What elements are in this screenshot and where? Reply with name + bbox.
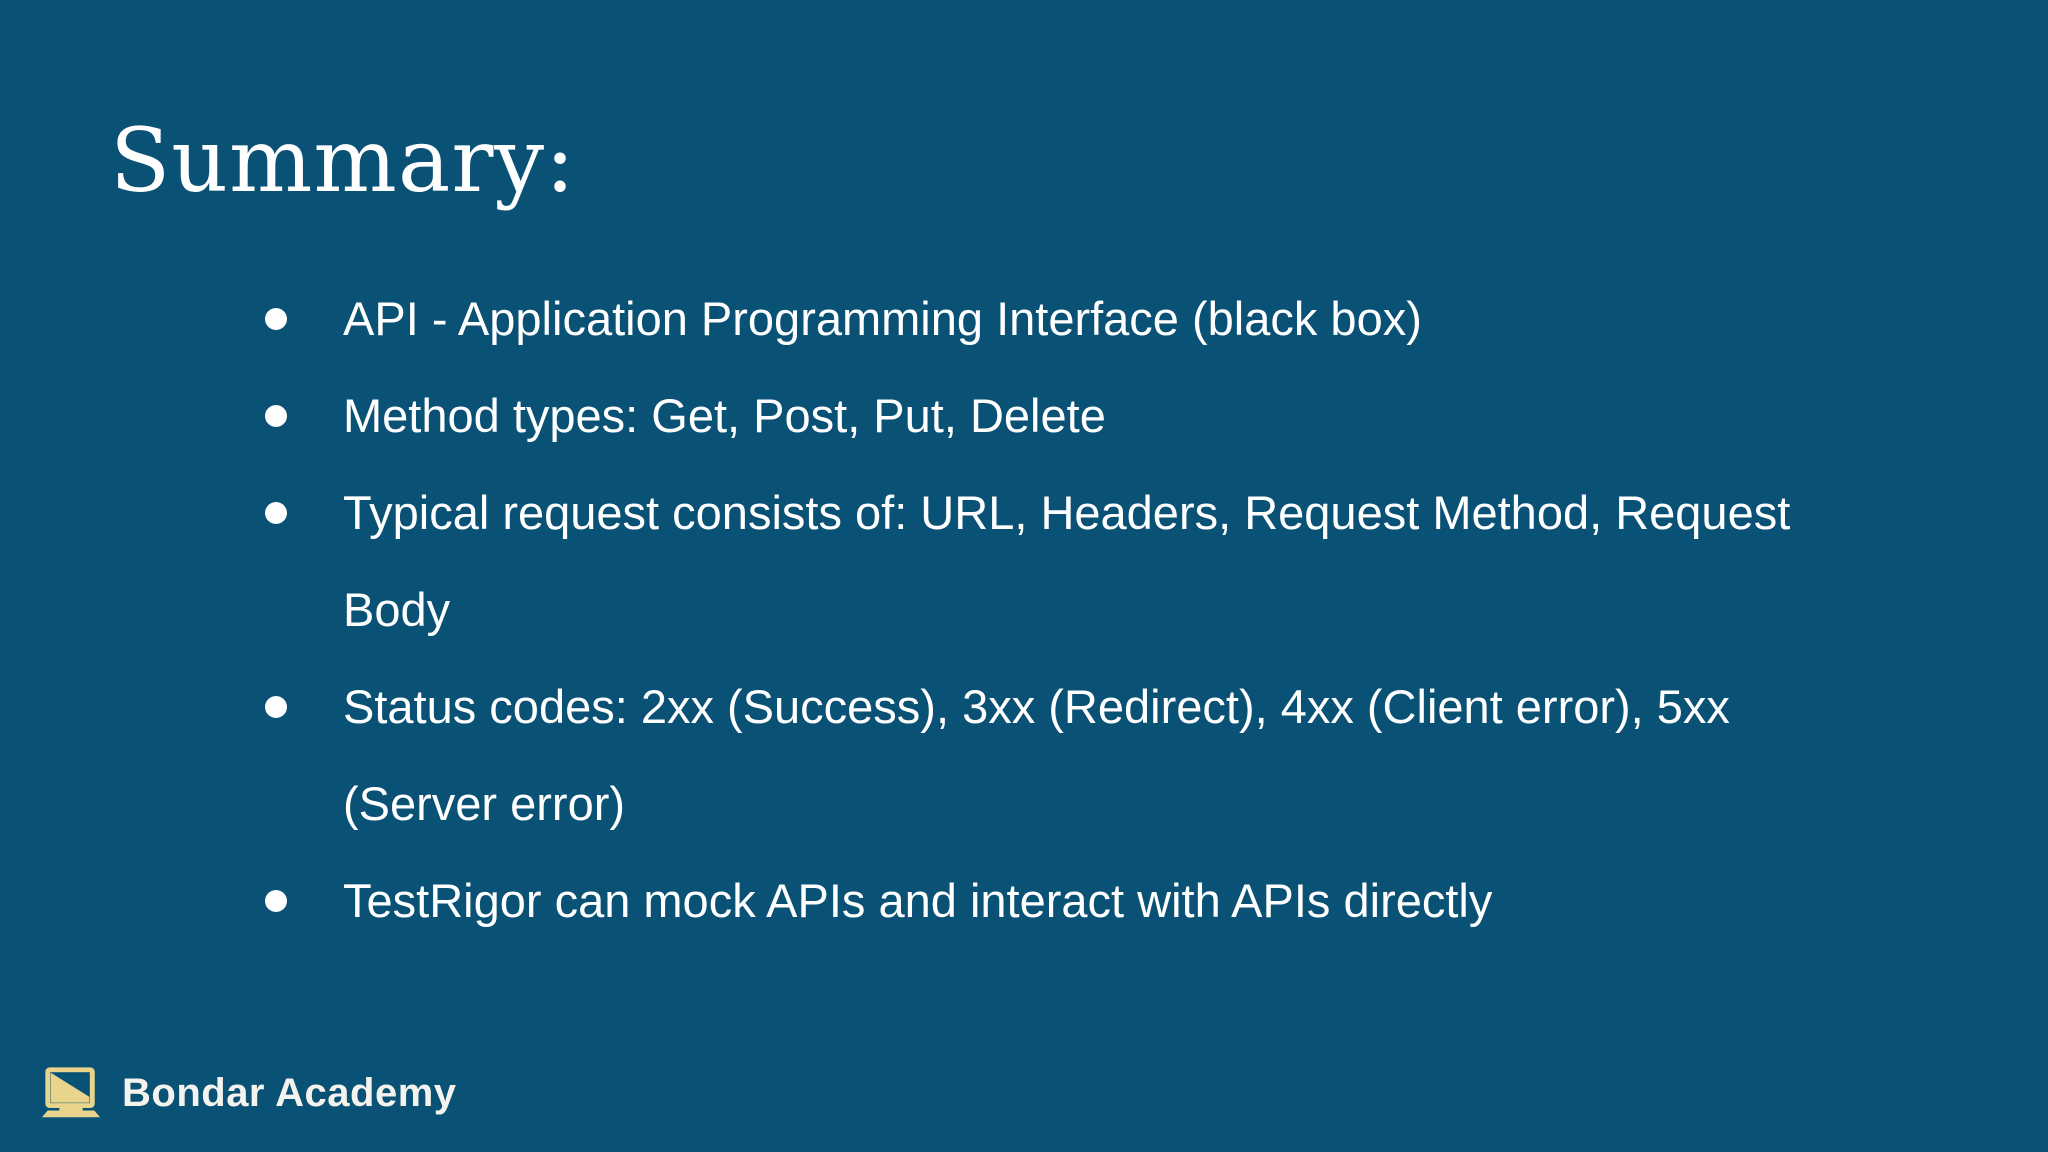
bullet-text: API - Application Programming Interface … bbox=[343, 292, 1422, 345]
slide-title: Summary: bbox=[110, 108, 576, 212]
bullet-text: Typical request consists of: URL, Header… bbox=[343, 486, 1791, 636]
list-item: TestRigor can mock APIs and interact wit… bbox=[265, 852, 1825, 949]
bullet-text: Method types: Get, Post, Put, Delete bbox=[343, 389, 1106, 442]
bullet-dot-icon bbox=[265, 270, 343, 367]
list-item: Typical request consists of: URL, Header… bbox=[265, 464, 1825, 658]
bullet-list: API - Application Programming Interface … bbox=[265, 270, 1825, 949]
footer-brand: Bondar Academy bbox=[40, 1066, 457, 1120]
list-item: Status codes: 2xx (Success), 3xx (Redire… bbox=[265, 658, 1825, 852]
bullet-dot-icon bbox=[265, 464, 343, 561]
bullet-dot-icon bbox=[265, 852, 343, 949]
bullet-text: Status codes: 2xx (Success), 3xx (Redire… bbox=[343, 680, 1730, 830]
bullet-dot-icon bbox=[265, 367, 343, 464]
bullet-text: TestRigor can mock APIs and interact wit… bbox=[343, 874, 1493, 927]
brand-name: Bondar Academy bbox=[122, 1070, 457, 1115]
list-item: Method types: Get, Post, Put, Delete bbox=[265, 367, 1825, 464]
bullet-dot-icon bbox=[265, 658, 343, 755]
list-item: API - Application Programming Interface … bbox=[265, 270, 1825, 367]
laptop-icon bbox=[40, 1066, 102, 1120]
